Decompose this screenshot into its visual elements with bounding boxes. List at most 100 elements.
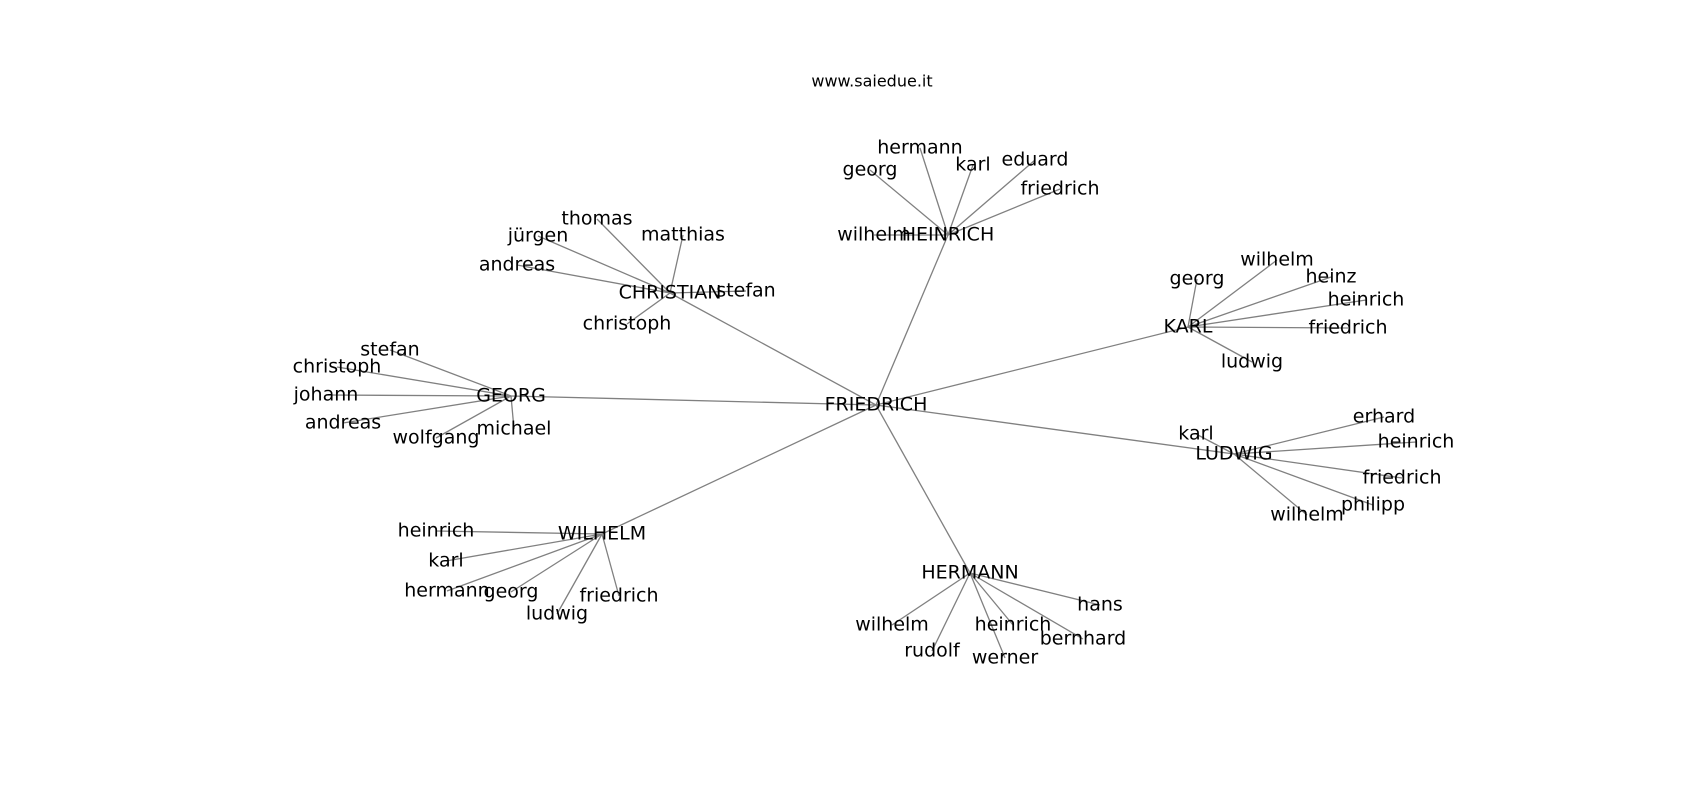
edge-karl-heinrich	[1187, 299, 1367, 328]
node-christian-child-stefan: stefan	[716, 280, 775, 302]
edge-georg-wolfgang	[435, 395, 512, 439]
edge-ludwig-erhard	[1233, 416, 1385, 455]
edge-wilhelm-heinrich	[435, 530, 603, 535]
edge-heinrich-karl	[947, 164, 974, 236]
edge-wilhelm-ludwig	[556, 533, 603, 615]
edge-christian-andreas	[516, 264, 671, 294]
node-christian-child-christoph: christoph	[583, 313, 672, 335]
node-georg-child-michael: michael	[477, 418, 552, 440]
node-heinrich-child-eduard: eduard	[1002, 149, 1069, 171]
node-heinrich-child-hermann: hermann	[877, 137, 962, 159]
node-hub-christian: CHRISTIAN	[619, 282, 722, 304]
labels-layer: FRIEDRICHHEINRICHwilhelmgeorghermannkarl…	[293, 137, 1455, 669]
edge-heinrich-georg	[869, 169, 949, 236]
node-georg-child-johann: johann	[293, 384, 359, 406]
node-hub-georg: GEORG	[476, 385, 546, 407]
node-heinrich-child-friedrich: friedrich	[1020, 178, 1099, 200]
edge-ludwig-friedrich	[1233, 453, 1403, 479]
edge-ludwig-karl	[1195, 433, 1235, 455]
edge-ludwig-heinrich	[1233, 441, 1417, 455]
edge-heinrich-eduard	[947, 159, 1036, 236]
edge-wilhelm-hermann	[446, 533, 603, 592]
edge-karl-wilhelm	[1187, 259, 1278, 328]
edge-karl-friedrich	[1187, 326, 1349, 329]
edge-wilhelm-georg	[510, 533, 603, 593]
node-christian-child-juergen: jürgen	[507, 225, 569, 247]
node-hub-karl: KARL	[1164, 316, 1213, 338]
node-karl-child-ludwig: ludwig	[1221, 351, 1283, 373]
node-ludwig-child-wilhelm: wilhelm	[1270, 504, 1344, 526]
node-hermann-child-werner: werner	[972, 647, 1038, 669]
node-wilhelm-child-karl: karl	[428, 550, 463, 572]
node-hub-heinrich: HEINRICH	[902, 224, 994, 246]
node-ludwig-child-philipp: philipp	[1341, 494, 1405, 516]
node-hermann-child-hans: hans	[1077, 594, 1123, 616]
edge-friedrich-heinrich	[875, 234, 949, 406]
edge-heinrich-friedrich	[947, 188, 1061, 236]
node-hermann-child-bernhard: bernhard	[1040, 628, 1127, 650]
node-wilhelm-child-heinrich: heinrich	[398, 520, 475, 542]
edge-wilhelm-friedrich	[601, 533, 620, 597]
node-karl-child-friedrich: friedrich	[1308, 317, 1387, 339]
page-title: www.saiedue.it	[811, 72, 932, 91]
node-georg-child-stefan: stefan	[360, 339, 419, 361]
edge-wilhelm-karl	[445, 533, 603, 562]
edge-hermann-heinrich	[969, 572, 1014, 626]
edge-ludwig-wilhelm	[1233, 453, 1308, 516]
edge-georg-johann	[325, 394, 512, 397]
edge-hermann-hans	[969, 572, 1101, 606]
node-ludwig-child-heinrich: heinrich	[1378, 431, 1455, 453]
edge-christian-matthias	[669, 234, 684, 294]
node-christian-child-andreas: andreas	[479, 254, 555, 276]
node-heinrich-child-wilhelm: wilhelm	[837, 224, 911, 246]
edge-christian-juergen	[537, 235, 671, 294]
node-karl-child-heinz: heinz	[1305, 266, 1356, 288]
node-wilhelm-child-hermann: hermann	[404, 580, 489, 602]
node-wilhelm-child-georg: georg	[484, 581, 539, 603]
edge-hermann-bernhard	[969, 572, 1084, 640]
edge-georg-michael	[510, 395, 515, 430]
node-georg-child-christoph: christoph	[293, 356, 382, 378]
edge-karl-ludwig	[1187, 326, 1253, 363]
edge-hermann-werner	[969, 572, 1006, 659]
node-hermann-child-heinrich: heinrich	[975, 614, 1052, 636]
node-wilhelm-child-friedrich: friedrich	[579, 585, 658, 607]
node-christian-child-matthias: matthias	[641, 224, 725, 246]
edge-karl-heinz	[1187, 276, 1332, 328]
edges-layer	[325, 147, 1417, 659]
node-christian-child-thomas: thomas	[561, 208, 632, 230]
edge-hermann-wilhelm	[891, 572, 971, 626]
edge-friedrich-karl	[875, 326, 1189, 406]
edge-hermann-rudolf	[931, 572, 971, 652]
edge-georg-stefan	[389, 349, 512, 397]
node-hermann-child-rudolf: rudolf	[904, 640, 961, 662]
node-hub-hermann: HERMANN	[921, 562, 1018, 584]
node-hermann-child-wilhelm: wilhelm	[855, 614, 929, 636]
node-heinrich-child-karl: karl	[955, 154, 990, 176]
edge-friedrich-wilhelm	[601, 404, 877, 535]
node-root-friedrich: FRIEDRICH	[825, 394, 928, 416]
node-ludwig-child-karl: karl	[1178, 423, 1213, 445]
edge-friedrich-hermann	[875, 404, 971, 574]
edge-christian-thomas	[596, 218, 671, 294]
node-karl-child-wilhelm: wilhelm	[1240, 249, 1314, 271]
edge-friedrich-christian	[669, 292, 877, 406]
node-karl-child-heinrich: heinrich	[1328, 289, 1405, 311]
edge-friedrich-ludwig	[875, 404, 1235, 455]
edge-karl-georg	[1187, 278, 1198, 328]
edge-georg-christoph	[336, 366, 512, 397]
node-georg-child-wolfgang: wolfgang	[393, 427, 480, 449]
edge-christian-christoph	[626, 292, 671, 325]
edge-friedrich-georg	[510, 395, 877, 406]
node-ludwig-child-erhard: erhard	[1353, 406, 1415, 428]
edge-heinrich-hermann	[919, 147, 949, 236]
node-georg-child-andreas: andreas	[305, 412, 381, 434]
edge-georg-andreas	[342, 395, 512, 424]
node-wilhelm-child-ludwig: ludwig	[526, 603, 588, 625]
edge-ludwig-philipp	[1233, 453, 1374, 506]
edge-christian-stefan	[669, 290, 747, 294]
node-hub-ludwig: LUDWIG	[1195, 443, 1272, 465]
node-ludwig-child-friedrich: friedrich	[1362, 467, 1441, 489]
node-hub-wilhelm: WILHELM	[558, 523, 646, 545]
